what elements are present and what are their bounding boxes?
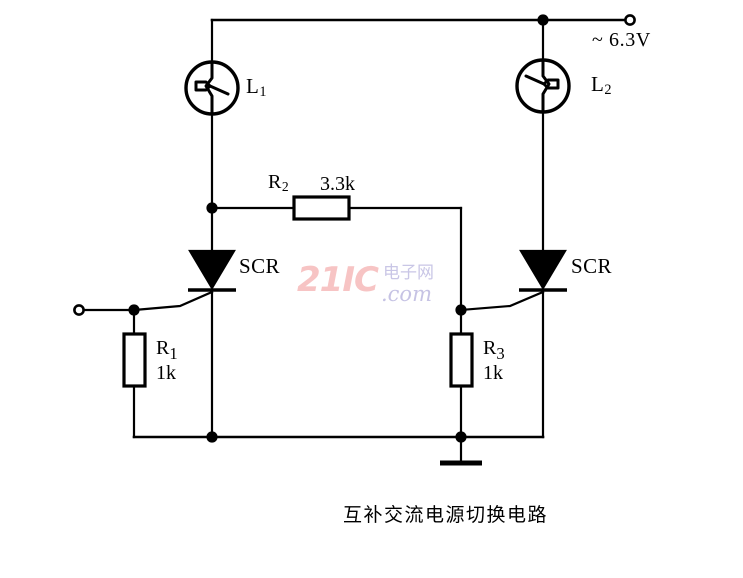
label-resistor-r2: R2 (268, 171, 289, 194)
label-resistor-r1: R1 1k (156, 337, 178, 384)
label-supply-voltage: ~ 6.3V (592, 29, 651, 51)
label-resistor-r3: R3 1k (483, 337, 505, 384)
lamp-l2-filament-stem (541, 58, 551, 114)
label-resistor-r2-value: 3.3k (320, 173, 355, 195)
trigger-input-terminal-ring[interactable] (73, 304, 85, 316)
resistor-r3-body (449, 332, 474, 388)
scr1-triangle (188, 249, 236, 291)
resistor-r1-body (122, 332, 147, 388)
junction-dot-supply (537, 14, 549, 26)
label-resistor-r3-value: 1k (483, 361, 503, 384)
junction-dot-bottom-left (206, 431, 218, 443)
label-scr-right: SCR (571, 254, 612, 278)
lamp-l2-filament-arm (524, 74, 546, 86)
figure-caption: 互补交流电源切换电路 (343, 504, 549, 526)
supply-terminal-ring[interactable] (624, 14, 636, 26)
label-scr-left: SCR (239, 254, 280, 278)
lamp-l1-filament-arm (208, 84, 230, 96)
wire-scr1-gate-lead (132, 290, 214, 312)
lamp-l1-filament-stem (204, 60, 214, 116)
resistor-r2-body (292, 195, 351, 221)
label-lamp-l1: L1 (246, 74, 267, 101)
lamp-l2-filament-loop (542, 78, 560, 90)
scr2-triangle (519, 249, 567, 291)
wire-scr2-gate-lead (459, 290, 545, 312)
label-lamp-l2: L2 (591, 72, 612, 99)
label-resistor-r1-value: 1k (156, 361, 176, 384)
